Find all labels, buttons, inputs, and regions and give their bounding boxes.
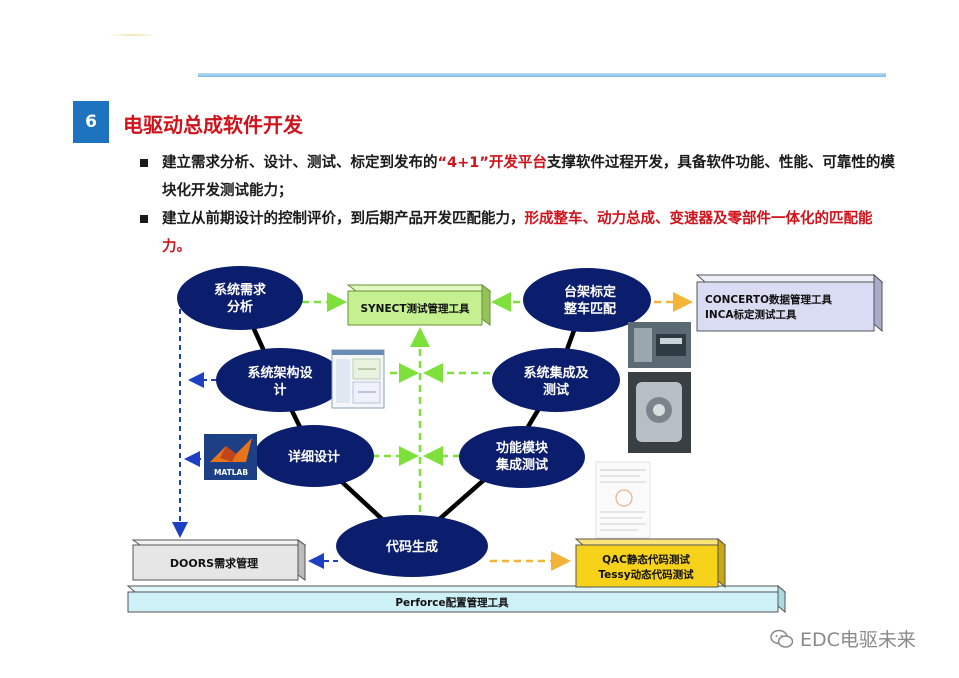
qac-label: QAC静态代码测试 [602,553,690,566]
section-number: 6 [73,101,109,143]
node-label: 代码生成 [385,539,438,555]
node-code-generation: 代码生成 [336,515,488,577]
bullet-text: 支撑软件过程开发，具备软件功能、性能、可靠性的模块化开发测试能力； [162,155,895,199]
matlab-logo-image: MATLAB [204,434,257,480]
node-label: 系统架构设 [247,365,313,381]
code-report-image [595,461,651,539]
node-label: 系统需求 [214,282,267,298]
inca-label: INCA标定测试工具 [705,308,797,321]
architecture-screenshot-image [331,349,385,409]
node-system-architecture: 系统架构设 计 [216,348,344,412]
synect-tool-box: SYNECT测试管理工具 [346,284,492,326]
node-bench-calibration: 台架标定 整车匹配 [523,268,651,332]
watermark: EDC电驱未来 [770,625,916,652]
bullet-highlight: “4+1”开发平台 [437,155,547,171]
wechat-icon [770,629,794,648]
v-model-connectors [237,297,588,547]
orange-dashed-arrows [490,292,693,571]
node-label: 整车匹配 [563,301,616,317]
test-bench-photo [628,322,691,368]
node-function-module-test: 功能模块 集成测试 [459,426,585,488]
perforce-label: Perforce配置管理工具 [395,596,509,609]
doors-tool-box: DOORS需求管理 [131,539,307,581]
concerto-inca-tool-box: CONCERTO数据管理工具 INCA标定测试工具 [695,273,884,333]
doors-label: DOORS需求管理 [170,556,258,570]
qac-tessy-tool-box: QAC静态代码测试 Tessy动态代码测试 [574,537,727,589]
synect-label: SYNECT测试管理工具 [361,302,470,315]
node-label: 计 [273,382,286,398]
watermark-text: EDC电驱未来 [800,629,916,651]
node-label: 测试 [543,382,569,398]
perforce-tool-bar: Perforce配置管理工具 [126,584,787,614]
node-system-requirements: 系统需求 分析 [177,266,303,330]
node-detailed-design: 详细设计 [254,425,374,487]
bullet-highlight: 形成整车、动力总成、变速器及零部件一体化的匹配能力。 [162,211,873,255]
engine-photo [628,372,691,453]
blue-dashed-arrows [172,300,338,569]
bullet-item: 建立需求分析、设计、测试、标定到发布的“4+1”开发平台支撑软件过程开发，具备软… [140,149,900,205]
bullet-square-icon [140,159,148,167]
section-title: 电驱动总成软件开发 [123,113,303,137]
node-label: 功能模块 [496,440,549,456]
concerto-label: CONCERTO数据管理工具 [705,293,832,306]
node-label: 详细设计 [288,449,340,465]
node-label: 系统集成及 [523,365,589,381]
node-label: 分析 [227,299,253,315]
node-label: 集成测试 [495,457,548,473]
tessy-label: Tessy动态代码测试 [598,568,694,581]
bullet-square-icon [140,215,148,223]
node-system-integration: 系统集成及 测试 [492,348,620,412]
header-rule [198,73,886,77]
matlab-logo-text: MATLAB [214,468,248,477]
top-decor [108,34,158,36]
bullet-text: 建立从前期设计的控制评价，到后期产品开发匹配能力， [162,211,525,227]
node-label: 台架标定 [564,284,616,300]
bullet-text: 建立需求分析、设计、测试、标定到发布的 [162,155,438,171]
bullet-item: 建立从前期设计的控制评价，到后期产品开发匹配能力，形成整车、动力总成、变速器及零… [140,205,900,261]
bullet-list: 建立需求分析、设计、测试、标定到发布的“4+1”开发平台支撑软件过程开发，具备软… [140,149,900,261]
